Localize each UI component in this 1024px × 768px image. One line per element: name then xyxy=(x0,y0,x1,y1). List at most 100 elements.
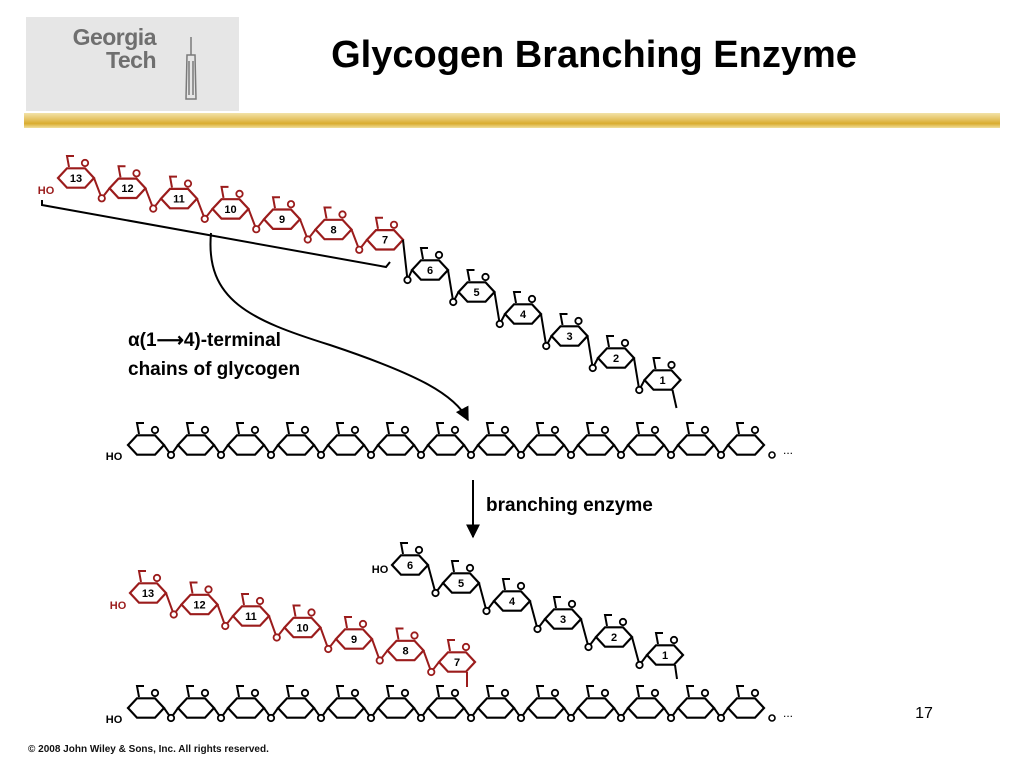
ring-oxygen xyxy=(700,688,710,698)
ring-oxygen xyxy=(235,189,244,198)
glycosidic-oxygen xyxy=(635,660,644,670)
hydroxyl-label: HO xyxy=(106,451,123,463)
ring-oxygen xyxy=(250,425,260,435)
residue-number: 6 xyxy=(407,560,413,572)
ring-oxygen xyxy=(132,169,141,178)
glucose-ring xyxy=(526,697,566,719)
glycosidic-oxygen xyxy=(149,204,158,213)
ring-oxygen xyxy=(450,425,460,435)
glycosidic-oxygen xyxy=(716,450,726,460)
ch2oh-group xyxy=(285,422,294,435)
glycosidic-oxygen xyxy=(316,713,326,723)
glycosidic-oxygen xyxy=(466,713,476,723)
ch2oh-group xyxy=(585,685,594,698)
ch2oh-group xyxy=(117,165,126,178)
branch-link xyxy=(674,664,678,680)
ring-oxygen xyxy=(500,425,510,435)
residue-number: 8 xyxy=(402,645,408,657)
ring-oxygen xyxy=(434,250,444,260)
glycosidic-oxygen xyxy=(495,319,504,329)
glucose-ring xyxy=(576,697,616,719)
glycosidic-bond xyxy=(493,291,506,328)
ring-oxygen xyxy=(150,425,160,435)
glycosidic-oxygen xyxy=(166,450,176,460)
ch2oh-group xyxy=(135,422,144,435)
ring-oxygen xyxy=(481,272,490,282)
ring-oxygen xyxy=(255,596,265,606)
ch2oh-group xyxy=(292,604,301,617)
glycosidic-bond xyxy=(631,636,648,668)
ring-oxygen xyxy=(667,360,676,370)
ch2oh-group xyxy=(220,185,229,199)
glucose-ring xyxy=(476,434,516,456)
logo-line-georgia: Georgia xyxy=(72,24,157,50)
glycosidic-bond xyxy=(447,269,460,306)
glycosidic-oxygen xyxy=(542,341,551,351)
ring-oxygen xyxy=(574,316,583,326)
glycosidic-oxygen xyxy=(324,644,333,654)
ch2oh-group xyxy=(240,593,249,606)
ring-oxygen xyxy=(400,425,410,435)
residue-number: 6 xyxy=(427,265,433,277)
logo-wordmark: Georgia Tech xyxy=(36,24,157,72)
ring-oxygen xyxy=(750,425,760,435)
ring-oxygen xyxy=(350,425,360,435)
glucose-ring xyxy=(56,167,96,189)
ch2oh-group xyxy=(501,578,510,591)
ch2oh-group xyxy=(466,269,475,282)
ch2oh-group xyxy=(552,596,561,609)
glycosidic-oxygen xyxy=(216,450,226,460)
ch2oh-group xyxy=(585,422,594,435)
glycosidic-oxygen xyxy=(366,713,376,723)
ch2oh-group xyxy=(343,616,352,629)
ring-oxygen xyxy=(410,631,419,640)
glycosidic-oxygen xyxy=(200,214,209,223)
glycosidic-oxygen xyxy=(303,235,312,244)
glycosidic-oxygen xyxy=(221,621,230,631)
glycosidic-oxygen xyxy=(427,667,436,677)
glucose-ring xyxy=(390,554,430,576)
residue-number: 4 xyxy=(509,596,516,608)
title-divider xyxy=(24,113,1000,128)
glycosidic-oxygen xyxy=(566,450,576,460)
glycosidic-oxygen xyxy=(252,225,261,234)
glycosidic-bond xyxy=(478,582,495,614)
glucose-ring xyxy=(326,434,366,456)
hydroxyl-label: HO xyxy=(38,185,55,197)
hydroxyl-label: HO xyxy=(110,600,127,612)
glycosidic-oxygen xyxy=(169,610,178,619)
residue-number: 2 xyxy=(611,632,617,644)
glucose-ring xyxy=(276,697,316,719)
ch2oh-group xyxy=(512,291,521,304)
glucose-ring xyxy=(126,697,166,719)
glycosidic-oxygen xyxy=(272,633,281,642)
residue-number: 1 xyxy=(662,650,668,662)
ring-oxygen xyxy=(650,688,660,698)
before-backbone: HO... xyxy=(106,422,793,463)
slide-title: Glycogen Branching Enzyme xyxy=(331,34,857,76)
glycosidic-oxygen xyxy=(768,714,776,722)
ch2oh-group xyxy=(735,422,744,435)
glycosidic-oxygen xyxy=(266,450,276,460)
glucose-ring xyxy=(128,582,168,604)
ring-oxygen xyxy=(620,338,630,348)
ch2oh-group xyxy=(435,422,444,435)
ch2oh-group xyxy=(185,422,194,435)
after-backbone: HO... xyxy=(106,685,793,726)
ring-oxygen xyxy=(204,585,213,594)
residue-number: 13 xyxy=(70,173,82,185)
glycosidic-oxygen xyxy=(666,713,676,723)
glycosidic-oxygen xyxy=(431,588,440,598)
glycosidic-oxygen xyxy=(516,450,526,460)
ring-oxygen xyxy=(500,688,510,698)
glycosidic-oxygen xyxy=(616,713,626,723)
ch2oh-group xyxy=(485,685,494,698)
ring-oxygen xyxy=(389,220,399,229)
glucose-ring xyxy=(426,434,466,456)
ring-oxygen xyxy=(307,608,316,617)
glycosidic-oxygen xyxy=(449,297,458,307)
terminal-chain-label-line2: chains of glycogen xyxy=(128,359,300,380)
glucose-ring xyxy=(626,697,666,719)
glycosidic-bond xyxy=(586,335,599,372)
